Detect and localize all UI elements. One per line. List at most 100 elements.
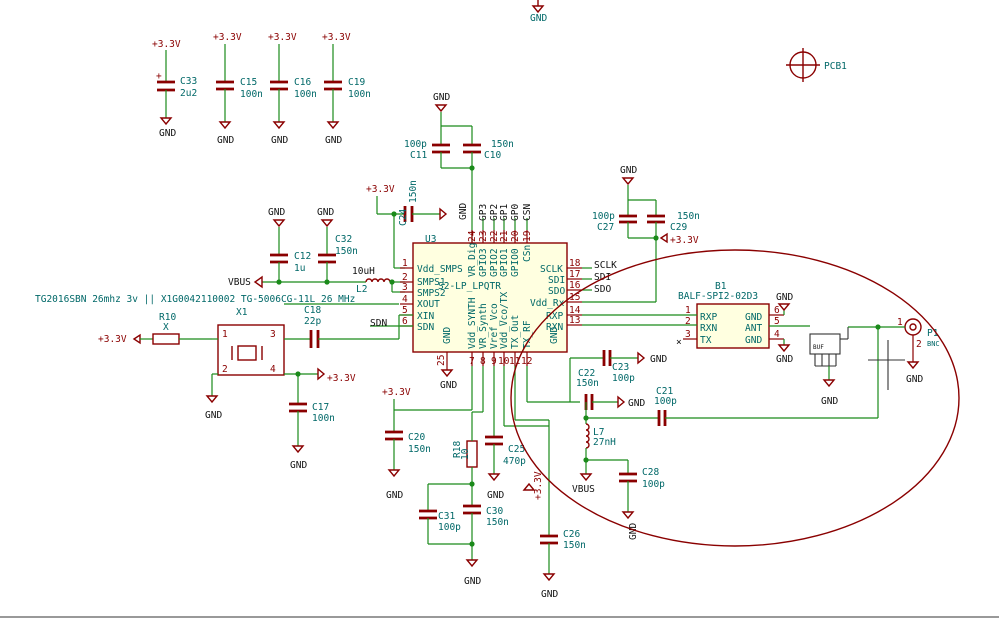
- svg-text:C26: C26: [563, 529, 580, 540]
- svg-text:1u: 1u: [294, 263, 305, 274]
- svg-text:Vdd_SYNTH: Vdd_SYNTH: [467, 297, 478, 349]
- u3-chip: U3 S2-LP_LPQTR 1 2 3 4 5 6 Vdd_SMPS SMPS…: [400, 204, 582, 391]
- c26-cap: +3.3V GND C26 150n: [503, 366, 586, 600]
- svg-text:3: 3: [270, 329, 276, 340]
- svg-text:150n: 150n: [677, 211, 700, 222]
- svg-text:C33: C33: [180, 76, 197, 87]
- svg-text:18: 18: [569, 258, 581, 269]
- svg-text:GND: GND: [628, 523, 639, 540]
- svg-text:RXP: RXP: [546, 311, 563, 322]
- svg-text:×: ×: [676, 337, 682, 348]
- svg-text:XOUT: XOUT: [417, 299, 440, 310]
- svg-text:24: 24: [467, 230, 478, 242]
- svg-text:GND: GND: [745, 312, 762, 323]
- svg-text:2: 2: [402, 272, 408, 283]
- svg-text:100p: 100p: [592, 211, 615, 222]
- svg-text:1: 1: [685, 305, 691, 316]
- svg-text:2u2: 2u2: [180, 88, 197, 99]
- svg-text:GPIO1: GPIO1: [499, 248, 510, 277]
- svg-text:GND: GND: [317, 207, 334, 218]
- svg-text:5: 5: [774, 316, 780, 327]
- b1-body: [696, 303, 770, 349]
- svg-text:C21: C21: [656, 386, 673, 397]
- svg-text:C16: C16: [294, 77, 311, 88]
- svg-text:4: 4: [774, 329, 780, 340]
- svg-text:6: 6: [774, 305, 780, 316]
- svg-text:RXN: RXN: [546, 322, 563, 333]
- p1-ref: P1: [927, 328, 939, 339]
- svg-text:C27: C27: [597, 222, 614, 233]
- svg-text:C11: C11: [410, 150, 427, 161]
- svg-text:23: 23: [478, 231, 489, 242]
- svg-text:4: 4: [270, 364, 276, 375]
- svg-text:12: 12: [521, 356, 532, 367]
- svg-text:4: 4: [402, 294, 408, 305]
- pcb1-marker: PCB1: [786, 48, 847, 82]
- svg-text:GND: GND: [530, 13, 547, 24]
- svg-text:C28: C28: [642, 467, 659, 478]
- c20-cap: +3.3V GND C20 150n: [382, 366, 473, 501]
- svg-text:17: 17: [569, 269, 580, 280]
- p1-bnc: P1 BNC 2 1 GND: [868, 317, 940, 418]
- svg-text:GND: GND: [440, 380, 457, 391]
- u3-ref: U3: [425, 234, 436, 245]
- svg-text:GND: GND: [541, 589, 558, 600]
- svg-text:C23: C23: [612, 362, 629, 373]
- svg-text:C17: C17: [312, 402, 329, 413]
- svg-text:GND: GND: [549, 327, 560, 344]
- tx-rf-network: GND C22 150n GND C23 100p C21 100p L7 27…: [526, 350, 878, 540]
- svg-text:150n: 150n: [491, 139, 514, 150]
- svg-text:SDI: SDI: [594, 272, 611, 283]
- svg-text:7: 7: [469, 356, 475, 367]
- svg-text:+3.3V: +3.3V: [213, 32, 242, 43]
- svg-text:SCLK: SCLK: [594, 260, 617, 271]
- svg-text:10: 10: [460, 448, 471, 460]
- svg-text:C10: C10: [484, 150, 501, 161]
- svg-text:GND: GND: [906, 374, 923, 385]
- p1-val: BNC: [927, 340, 940, 348]
- svg-text:C22: C22: [578, 368, 595, 379]
- svg-text:GPIO2: GPIO2: [489, 248, 500, 277]
- svg-text:GND: GND: [205, 410, 222, 421]
- svg-text:GP0: GP0: [510, 204, 521, 221]
- u3-part: S2-LP_LPQTR: [438, 281, 501, 292]
- svg-text:Vdd_Vco/TX: Vdd_Vco/TX: [499, 292, 510, 349]
- svg-text:22p: 22p: [304, 316, 321, 327]
- spi-nets: SCLK SDI SDO: [582, 260, 617, 295]
- svg-text:10: 10: [498, 356, 510, 367]
- svg-text:SDI: SDI: [548, 275, 565, 286]
- svg-text:100n: 100n: [348, 89, 371, 100]
- svg-text:100n: 100n: [312, 413, 335, 424]
- svg-text:150n: 150n: [486, 517, 509, 528]
- svg-text:100p: 100p: [642, 479, 665, 490]
- svg-text:GND: GND: [271, 135, 288, 146]
- svg-text:+3.3V: +3.3V: [152, 39, 181, 50]
- svg-text:VR_Synth: VR_Synth: [478, 303, 489, 349]
- svg-text:C19: C19: [348, 77, 365, 88]
- svg-text:XIN: XIN: [417, 311, 434, 322]
- svg-text:C24: C24: [398, 209, 409, 226]
- svg-text:RXP: RXP: [700, 312, 717, 323]
- rf-filter-block: BUF GND: [809, 326, 878, 407]
- svg-text:GND: GND: [458, 203, 469, 220]
- svg-text:150n: 150n: [335, 246, 358, 257]
- svg-text:GND: GND: [290, 460, 307, 471]
- svg-text:GND: GND: [159, 128, 176, 139]
- svg-text:2: 2: [685, 316, 691, 327]
- crystal-section: +3.3V R10 X X1 1 2 3 4 GND C18 22p +3.3V: [98, 303, 413, 471]
- svg-text:150n: 150n: [408, 444, 431, 455]
- svg-text:100n: 100n: [240, 89, 263, 100]
- svg-text:ANT: ANT: [745, 323, 762, 334]
- svg-text:2: 2: [222, 364, 228, 375]
- vdd-rx-caps: GND +3.3V 100p C27 150n C29: [582, 165, 700, 303]
- svg-text:SMPS2: SMPS2: [417, 288, 446, 299]
- svg-text:GP2: GP2: [489, 204, 500, 221]
- svg-text:9: 9: [491, 356, 497, 367]
- svg-text:100p: 100p: [404, 139, 427, 150]
- svg-text:Vdd_Rx: Vdd_Rx: [530, 298, 565, 309]
- u3-body: [412, 242, 568, 353]
- svg-text:SCLK: SCLK: [540, 264, 563, 275]
- svg-text:C15: C15: [240, 77, 257, 88]
- svg-text:GND: GND: [745, 335, 762, 346]
